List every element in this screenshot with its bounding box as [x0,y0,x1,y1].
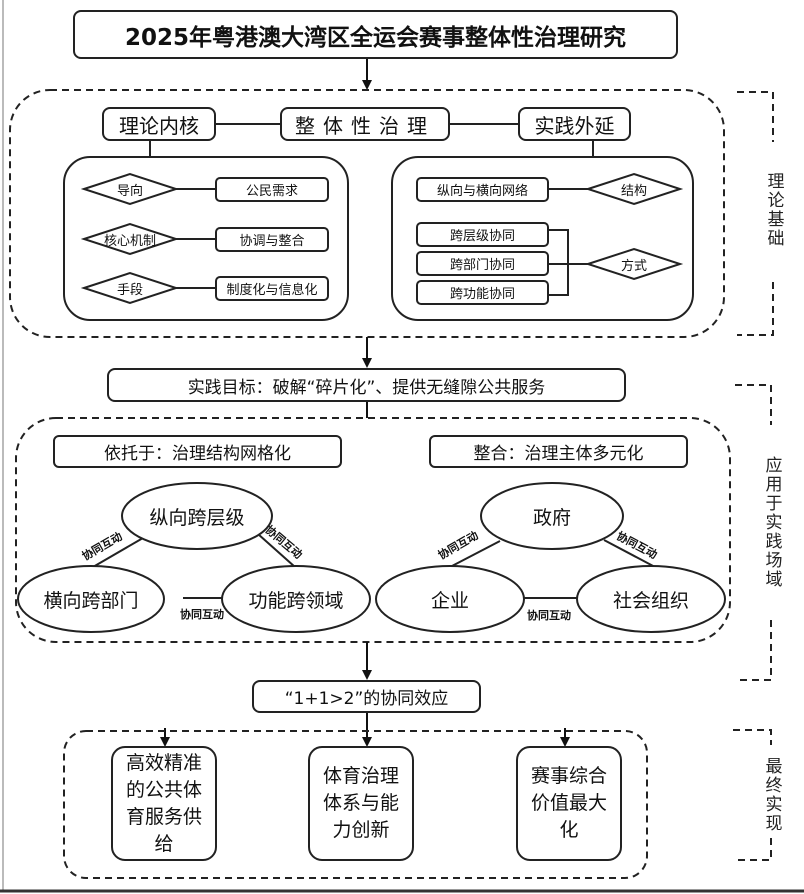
edge-label-left-bottom: 协同互动 [180,608,224,621]
page-title: 2025年粤港澳大湾区全运会赛事整体性治理研究 [73,10,678,59]
diamond-label-means: 手段 [116,282,143,298]
holistic-governance-heading: 整体性治理 [280,107,450,141]
diamond-label-orientation: 导向 [116,183,143,199]
practice-field-label: 应用于实践场域 [761,455,782,589]
theory-core-heading: 理论内核 [102,107,216,141]
diamond-label-mechanism: 核心机制 [103,233,156,249]
outcome-value-maximization: 赛事综合价值最大化 [516,746,622,861]
citizen-needs-box: 公民需求 [215,177,329,202]
synergy-effect: “1+1>2”的协同效应 [252,680,481,713]
theory-frame [9,89,725,338]
edge-label-right-bottom: 协同互动 [527,609,571,622]
cross-department-box: 跨部门协同 [416,251,549,276]
diversified-actors-heading: 整合：治理主体多元化 [429,435,688,468]
outcome-frame [63,730,648,879]
cross-level-box: 跨层级协同 [416,222,549,247]
practice-frame [15,417,731,643]
practice-panel [391,156,694,321]
theory-bracket [737,91,774,336]
ellipse-horizontal [17,565,165,633]
cross-function-box: 跨功能协同 [416,280,549,305]
edge-top-right-a [257,533,296,568]
ellipse-functional [221,565,371,633]
outcome-bracket [733,729,772,861]
theory-basis-label: 理论基础 [763,172,784,248]
ellipse-enterprise [375,565,525,633]
institutional-box: 制度化与信息化 [215,276,329,301]
diamond-structure [584,172,684,206]
ellipse-vertical [121,482,273,550]
edge-top-left-a [92,537,144,568]
outcome-governance-innovation: 体育治理体系与能力创新 [308,746,414,861]
ellipse-social-org [576,565,726,633]
node-vertical-cross-level: 纵向跨层级 [149,506,245,529]
ellipse-government [480,482,624,550]
practice-goal: 实践目标：破解“碎片化”、提供无缝隙公共服务 [107,368,626,402]
outcome-public-service: 高效精准的公共体育服务供给 [111,746,217,861]
edge-top-left-b [451,540,501,567]
node-functional-cross-domain: 功能跨领域 [248,589,344,612]
diamond-label-structure: 结构 [620,183,647,199]
node-government: 政府 [532,506,571,529]
diamond-label-methods: 方式 [620,258,647,274]
diamond-methods [584,247,684,281]
coordination-box: 协调与整合 [215,227,329,252]
edge-top-right-b [603,539,656,568]
node-enterprise: 企业 [430,589,469,612]
core-panel [63,156,349,321]
node-horizontal-cross-department: 横向跨部门 [43,589,139,612]
network-box: 纵向与横向网络 [416,177,549,202]
practice-extension-heading: 实践外延 [518,107,631,141]
final-realization-label: 最终实现 [761,757,782,833]
practice-bracket [735,384,772,681]
grid-structure-heading: 依托于：治理结构网格化 [53,435,342,468]
node-social-organization: 社会组织 [612,589,689,612]
connector-methods-bracket [549,229,588,296]
